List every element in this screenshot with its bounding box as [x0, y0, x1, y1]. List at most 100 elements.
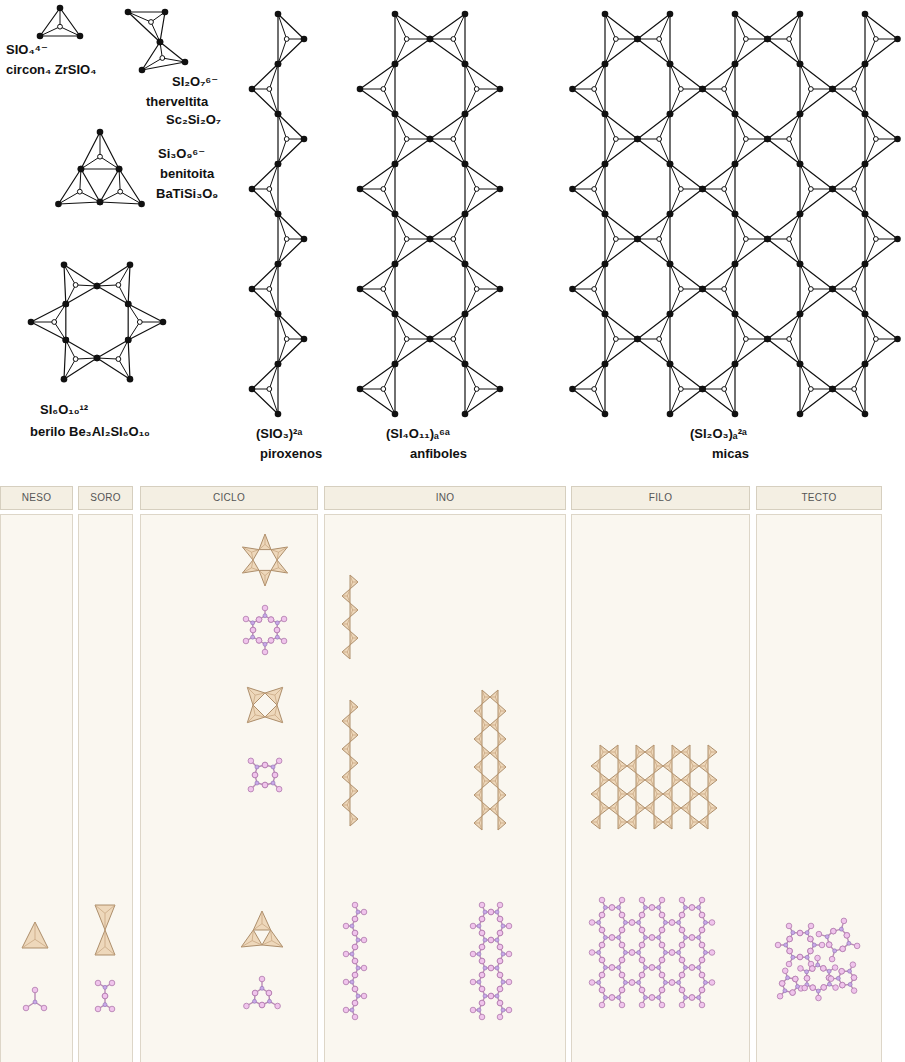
silicon-ball — [483, 966, 487, 970]
tetrahedron-edge — [360, 289, 383, 290]
silicon-ball — [252, 999, 256, 1003]
tetrahedron-edge — [597, 766, 600, 773]
silicon-dot — [808, 387, 813, 392]
oxygen-ball — [352, 958, 358, 964]
tetrahedron-edge — [654, 794, 657, 801]
silicon-ball — [483, 994, 487, 998]
tetrahedron-face — [395, 214, 430, 264]
oxygen-ball — [779, 981, 785, 987]
tetrahedron-edge — [654, 766, 657, 773]
oxygen-ball — [809, 966, 815, 972]
oxygen-ball — [679, 972, 685, 978]
tetrahedron-edge — [498, 704, 501, 711]
tetrahedron-edge — [621, 822, 627, 823]
tetrahedron-edge — [663, 794, 669, 795]
oxygen-ball — [479, 1000, 485, 1006]
oxygen-dot — [301, 136, 308, 143]
ino-short-chain — [342, 575, 358, 659]
tetrahedron-edge — [659, 314, 670, 339]
oxygen-ball — [352, 944, 358, 950]
tetrahedron-edge — [269, 89, 278, 114]
oxygen-ball — [479, 1014, 485, 1020]
oxygen-dot — [94, 355, 101, 362]
oxygen-ball — [689, 995, 695, 1001]
tetrahedron-edge — [639, 780, 645, 781]
tetrahedron-edge — [854, 389, 865, 414]
ciclo-three-polyhedra — [241, 911, 283, 947]
tetrahedron-face — [465, 164, 500, 214]
oxygen-dot — [392, 361, 399, 368]
formula-label: (SI₄O₁₁)ₐ⁶ᵃ — [386, 426, 450, 442]
tetrahedron-face — [636, 745, 645, 759]
silicon-dot — [451, 337, 456, 342]
tetrahedron-edge — [347, 589, 350, 596]
oxygen-dot — [667, 361, 674, 368]
tetrahedron-edge — [253, 924, 262, 930]
tetrahedron-edge — [495, 725, 498, 732]
oxygen-ball — [599, 957, 605, 963]
oxygen-ball — [497, 1014, 503, 1020]
silicon-ball — [477, 980, 481, 984]
tetrahedron-face — [97, 265, 130, 304]
oxygen-ball — [479, 930, 485, 936]
tetrahedron-face — [395, 14, 430, 64]
oxygen-dot — [275, 61, 282, 68]
tetrahedron-edge — [636, 752, 639, 759]
ino-double-chain — [474, 690, 506, 830]
oxygen-dot — [667, 61, 674, 68]
oxygen-ball — [361, 993, 367, 999]
column-panel — [1, 515, 73, 1062]
tetrahedron-face — [654, 815, 663, 829]
oxygen-ball — [689, 905, 695, 911]
silicon-ball — [697, 936, 701, 940]
tetrahedron-edge — [465, 264, 477, 289]
column-panel — [79, 515, 133, 1062]
silicon-ball — [784, 943, 788, 947]
oxygen-ball — [844, 933, 850, 939]
oxygen-dot — [862, 311, 869, 318]
oxygen-ball — [709, 920, 715, 926]
tetrahedron-edge — [495, 781, 498, 788]
tetrahedron-edge — [669, 822, 672, 829]
oxygen-ball — [629, 980, 635, 986]
tetrahedron-face — [342, 798, 350, 812]
silicon-dot — [592, 287, 597, 292]
silicon-dot — [284, 137, 289, 142]
ciclo-six-polyhedra — [242, 534, 287, 586]
column-panel — [325, 515, 566, 1062]
oxygen-ball — [488, 993, 494, 999]
oxygen-dot — [392, 261, 399, 268]
oxygen-dot — [275, 111, 282, 118]
tetrahedron-face — [703, 64, 736, 114]
tetrahedron-edge — [105, 947, 115, 955]
tetrahedron-edge — [383, 389, 395, 414]
oxygen-dot — [157, 39, 164, 46]
tetrahedron-edge — [40, 27, 60, 36]
oxygen-ball — [352, 944, 358, 950]
tetrahedron-edge — [395, 239, 407, 264]
oxygen-ball — [497, 916, 503, 922]
oxygen-ball — [679, 927, 685, 933]
tetrahedron-edge — [275, 687, 283, 695]
tetrahedron-edge — [485, 697, 490, 698]
silicon-dot — [381, 387, 386, 392]
oxygen-dot — [94, 283, 101, 290]
tetrahedron-edge — [395, 114, 407, 139]
tetrahedron-face — [654, 759, 663, 773]
tetrahedron-edge — [705, 766, 708, 773]
tetrahedron-edge — [242, 568, 251, 573]
tetrahedron-edge — [479, 704, 482, 711]
tetrahedron-face — [670, 64, 703, 114]
tetrahedron-edge — [735, 314, 746, 339]
tetrahedron-edge — [735, 14, 746, 39]
silicon-ball — [260, 986, 264, 990]
tetrahedron-edge — [247, 687, 255, 695]
tetrahedron-edge — [605, 214, 616, 239]
tetrahedron-face — [81, 132, 119, 169]
oxygen-ball — [659, 912, 665, 918]
tetrahedron-edge — [605, 39, 616, 64]
oxygen-ball — [840, 982, 846, 988]
tetrahedron-edge — [672, 752, 675, 759]
tetrahedron-edge — [789, 239, 800, 264]
tetrahedron-edge — [350, 728, 353, 735]
